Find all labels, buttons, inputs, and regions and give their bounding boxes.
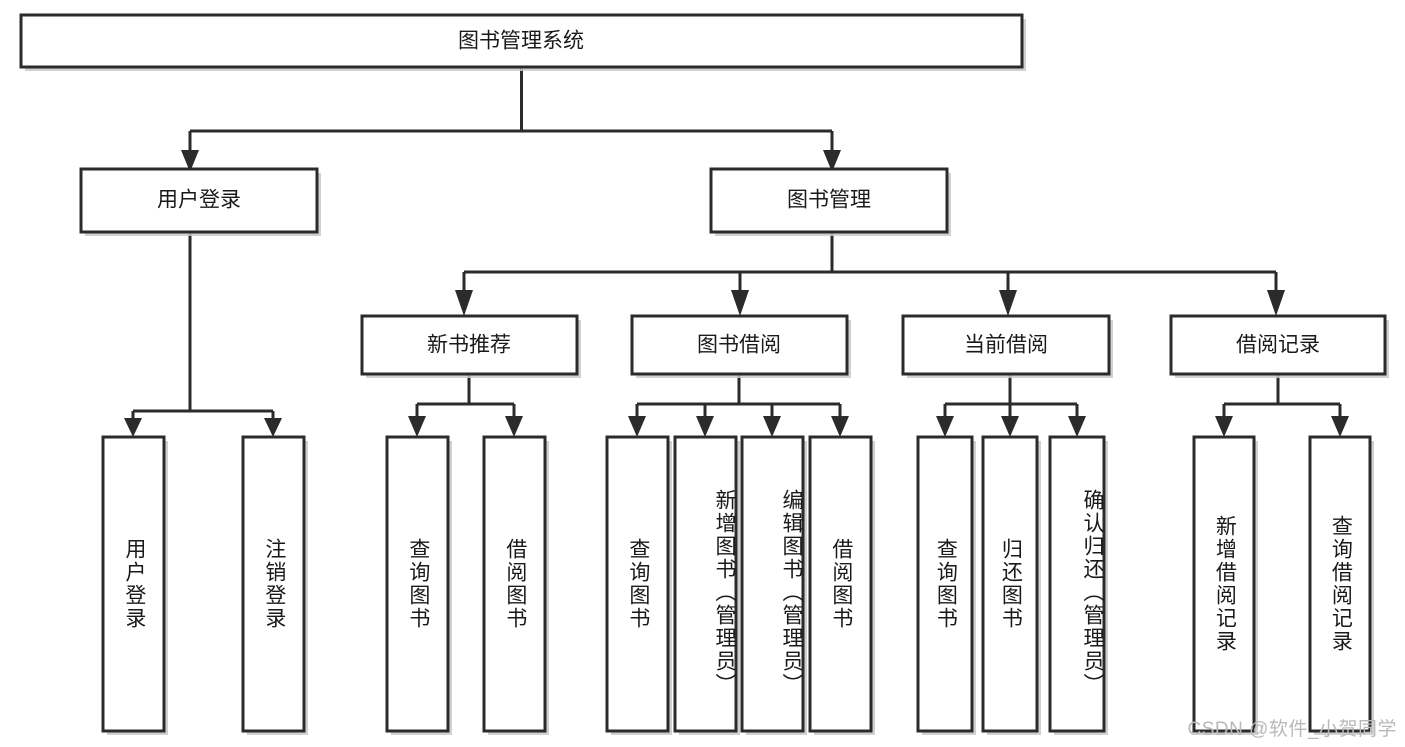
node-leaf-confirm-return[interactable] xyxy=(1048,435,1108,735)
node-leaf-borrow-book-2-rect xyxy=(808,435,873,733)
arrow-leaf-add-book xyxy=(696,416,714,437)
arrow-leaf-query-record xyxy=(1331,416,1349,437)
node-leaf-edit-book-rect xyxy=(740,435,805,733)
node-borrow-record-rect xyxy=(1169,314,1387,376)
node-root-label: 图书管理系统 xyxy=(458,30,584,53)
arrow-leaf-borrow-book-2 xyxy=(831,416,849,437)
node-leaf-user-logout[interactable] xyxy=(241,435,308,735)
arrow-leaf-add-record xyxy=(1215,416,1233,437)
node-leaf-query-book-3[interactable] xyxy=(916,435,976,735)
node-leaf-confirm-return-rect xyxy=(1048,435,1106,733)
node-leaf-query-book-1-rect xyxy=(385,435,450,733)
csdn-watermark: CSDN @软件_小贺同学 xyxy=(1187,719,1397,740)
node-book-borrow[interactable]: 图书借阅 xyxy=(630,314,851,378)
arrow-book-manage xyxy=(823,150,841,172)
node-book-manage-label: 图书管理 xyxy=(787,189,871,212)
node-leaf-edit-book[interactable] xyxy=(740,435,807,735)
arrow-leaf-confirm-return xyxy=(1068,416,1086,437)
arrow-leaf-user-logout xyxy=(264,418,282,437)
node-user-login-rect xyxy=(79,167,319,234)
node-user-login[interactable]: 用户登录 xyxy=(79,167,321,236)
node-book-borrow-rect xyxy=(630,314,849,376)
node-new-book-recommend-rect xyxy=(360,314,579,376)
node-leaf-query-book-2-rect xyxy=(605,435,670,733)
node-leaf-query-record[interactable] xyxy=(1308,435,1374,735)
node-book-borrow-label: 图书借阅 xyxy=(697,334,781,357)
node-leaf-return-book-rect xyxy=(981,435,1039,733)
node-leaf-user-logout-rect xyxy=(241,435,306,733)
arrow-leaf-borrow-book-1 xyxy=(505,416,523,437)
node-leaf-return-book[interactable] xyxy=(981,435,1041,735)
node-leaf-query-book-3-rect xyxy=(916,435,974,733)
edges-layer xyxy=(124,67,1349,437)
arrow-book-borrow xyxy=(731,290,749,316)
arrow-user-login xyxy=(181,150,199,172)
node-new-book-recommend[interactable]: 新书推荐 xyxy=(360,314,581,378)
arrow-borrow-record xyxy=(1267,290,1285,316)
arrow-leaf-query-book-1 xyxy=(408,416,426,437)
node-leaf-borrow-book-2[interactable] xyxy=(808,435,875,735)
node-root[interactable]: 图书管理系统 xyxy=(19,13,1026,71)
arrow-new-book-recommend xyxy=(455,290,473,316)
node-current-borrow[interactable]: 当前借阅 xyxy=(901,314,1113,378)
nodes-layer: 图书管理系统 用户登录 图书管理 新书推荐 xyxy=(19,13,1389,735)
node-leaf-borrow-book-1-rect xyxy=(482,435,547,733)
node-root-rect xyxy=(19,13,1024,69)
node-book-manage[interactable]: 图书管理 xyxy=(709,167,951,236)
node-current-borrow-rect xyxy=(901,314,1111,376)
node-book-manage-rect xyxy=(709,167,949,234)
node-new-book-recommend-label: 新书推荐 xyxy=(427,334,511,357)
node-borrow-record-label: 借阅记录 xyxy=(1236,334,1320,357)
node-leaf-add-book[interactable] xyxy=(673,435,740,735)
arrow-leaf-query-book-2 xyxy=(628,416,646,437)
node-leaf-query-record-rect xyxy=(1308,435,1372,733)
node-borrow-record[interactable]: 借阅记录 xyxy=(1169,314,1389,378)
node-leaf-add-record[interactable] xyxy=(1192,435,1258,735)
node-leaf-query-book-1[interactable] xyxy=(385,435,452,735)
node-user-login-label: 用户登录 xyxy=(157,189,241,212)
arrow-leaf-query-book-3 xyxy=(936,416,954,437)
node-leaf-add-record-rect xyxy=(1192,435,1256,733)
node-current-borrow-label: 当前借阅 xyxy=(964,334,1048,357)
node-leaf-add-book-rect xyxy=(673,435,738,733)
node-leaf-user-login[interactable] xyxy=(101,435,168,735)
arrow-current-borrow xyxy=(999,290,1017,316)
arrow-leaf-user-login xyxy=(124,418,142,437)
node-leaf-query-book-2[interactable] xyxy=(605,435,672,735)
arrow-leaf-edit-book xyxy=(763,416,781,437)
node-leaf-borrow-book-1[interactable] xyxy=(482,435,549,735)
node-leaf-user-login-rect xyxy=(101,435,166,733)
arrow-leaf-return-book xyxy=(1001,416,1019,437)
